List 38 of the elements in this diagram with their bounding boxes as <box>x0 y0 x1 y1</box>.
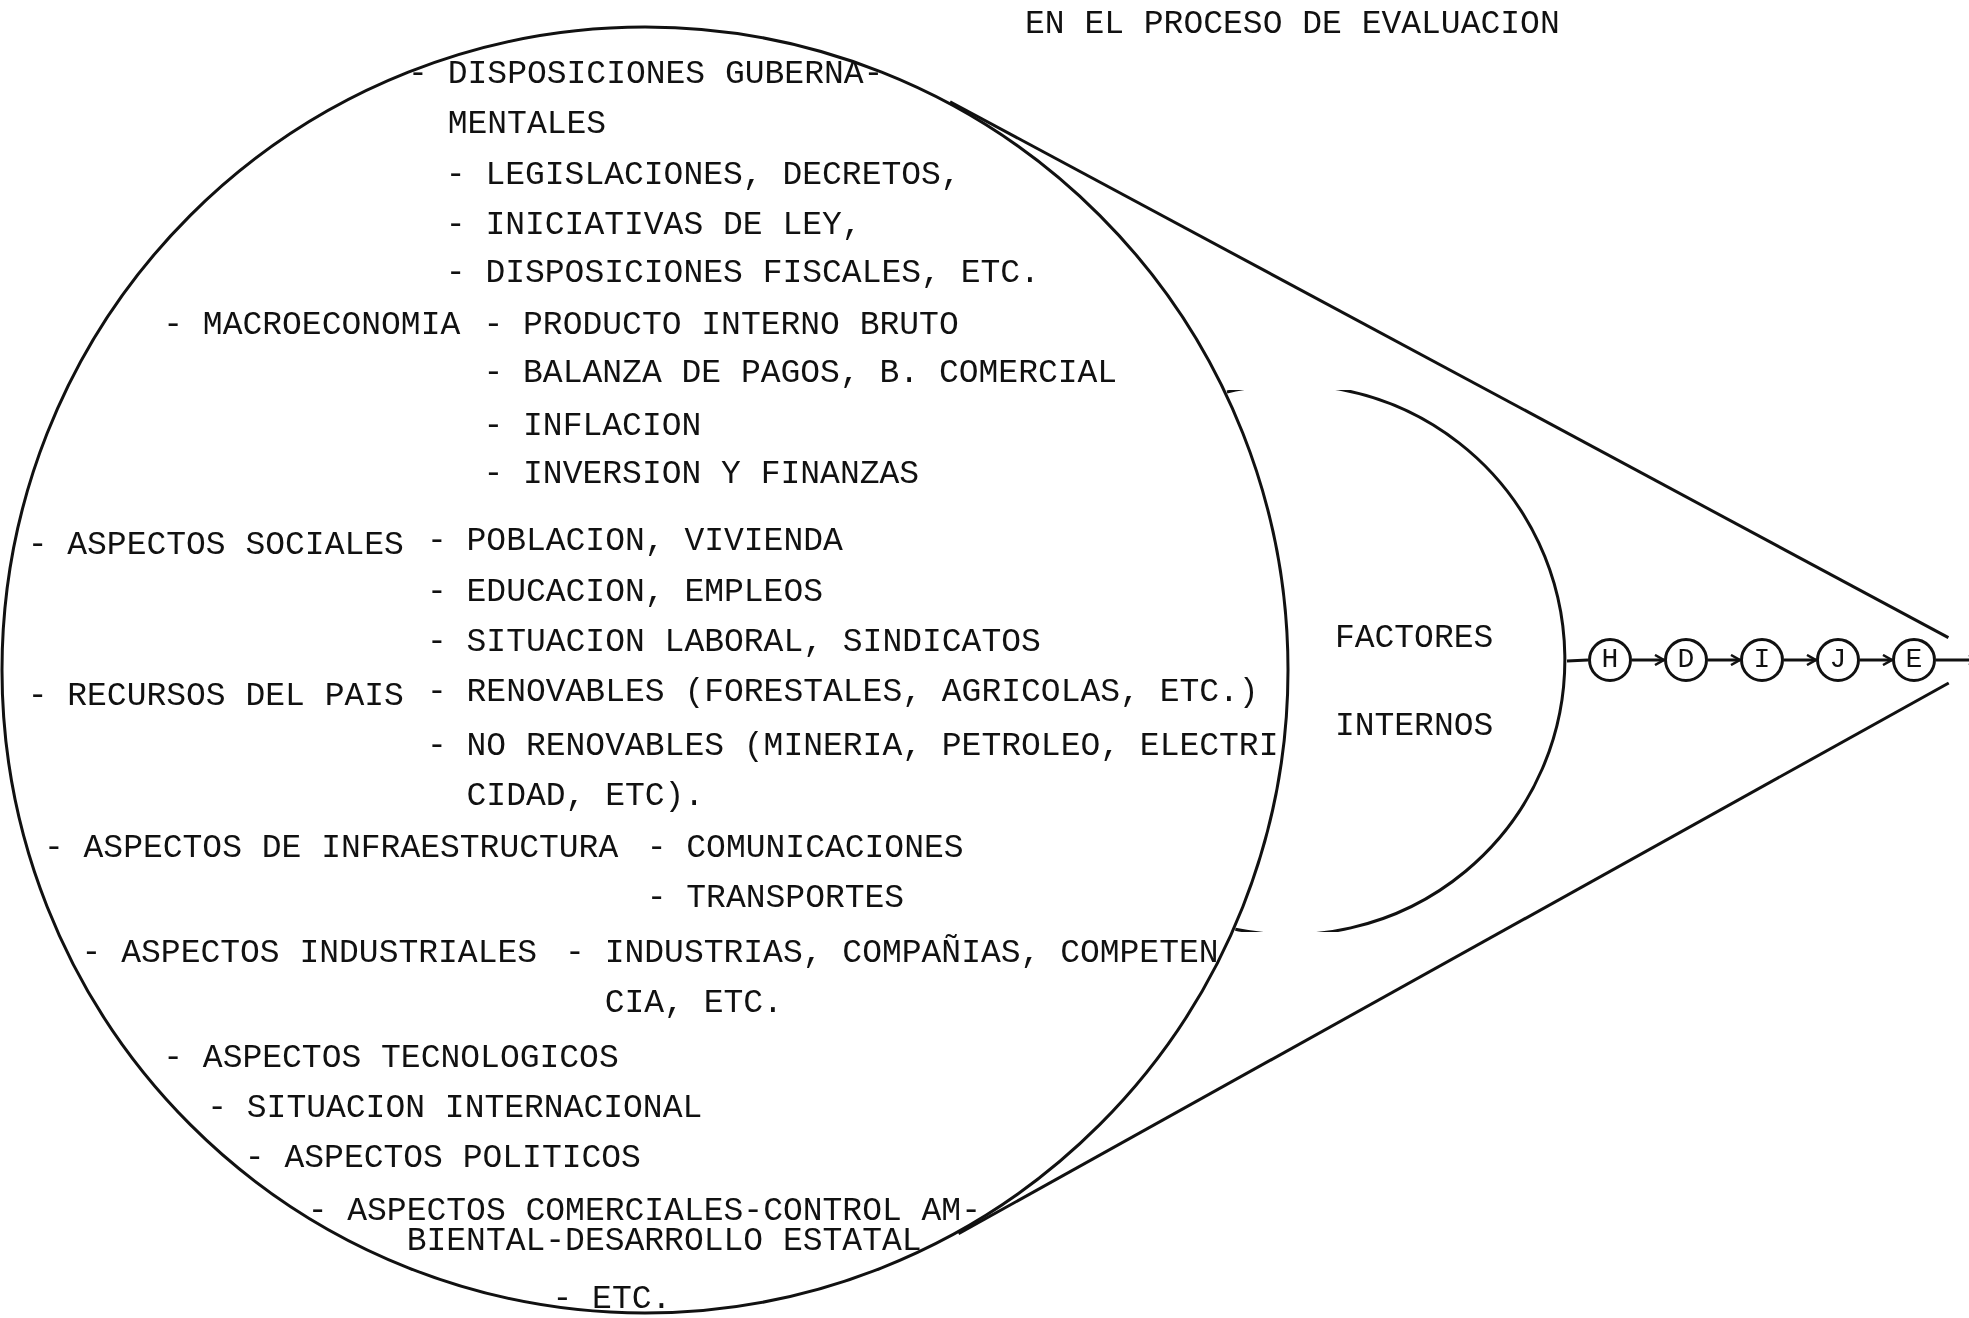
list-text: - ASPECTOS INDUSTRIALES <box>81 934 538 975</box>
letter-circle: H <box>1588 638 1632 682</box>
list-text: - DISPOSICIONES FISCALES, ETC. <box>445 253 1040 294</box>
list-text: - INICIATIVAS DE LEY, <box>445 206 862 247</box>
list-text: - ETC. <box>552 1279 672 1318</box>
list-text: - ASPECTOS TECNOLOGICOS <box>163 1038 619 1079</box>
list-text: - ASPECTOS SOCIALES <box>27 526 404 567</box>
arrow <box>1632 653 1666 667</box>
list-text: - POBLACION, VIVIENDA <box>426 522 843 563</box>
list-text: - TRANSPORTES <box>646 879 905 920</box>
list-text: - BALANZA DE PAGOS, B. COMERCIAL <box>483 354 1118 395</box>
connector-line <box>1566 658 1589 663</box>
list-text: - RECURSOS DEL PAIS <box>27 676 404 717</box>
factor-label: FACTORES INTERNOS <box>1333 619 1495 747</box>
list-text: - LEGISLACIONES, DECRETOS, <box>445 155 961 196</box>
list-text: - ASPECTOS DE INFRAESTRUCTURA <box>43 828 619 869</box>
list-text: - MACROECONOMIA <box>163 306 461 347</box>
letter-circle: J <box>1816 638 1860 682</box>
arrow <box>1784 653 1818 667</box>
list-text: - NO RENOVABLES (MINERIA, PETROLEO, ELECTRI CIDAD, ETC). <box>426 727 1280 818</box>
list-text: - EDUCACION, EMPLEOS <box>426 572 823 613</box>
letter-circle: D <box>1664 638 1708 682</box>
list-text: - SITUACION LABORAL, SINDICATOS <box>426 622 1041 663</box>
list-text: - INVERSION Y FINANZAS <box>483 454 920 495</box>
arrow <box>1860 653 1894 667</box>
list-text: - SITUACION INTERNACIONAL <box>207 1088 703 1129</box>
list-text: - COMUNICACIONES <box>646 828 964 869</box>
heading: EN EL PROCESO DE EVALUACION <box>1025 5 1560 45</box>
letter-circle: E <box>1892 638 1936 682</box>
arrow <box>1708 653 1742 667</box>
list-text: - ASPECTOS COMERCIALES-CONTROL AM- BIENTAL-DESARROLLO ESTATAL <box>307 1196 982 1257</box>
list-text: - RENOVABLES (FORESTALES, AGRICOLAS, ETC.) <box>426 673 1259 714</box>
list-text: - INDUSTRIAS, COMPAÑIAS, COMPETEN CIA, ETC. <box>565 933 1220 1025</box>
list-text: - PRODUCTO INTERNO BRUTO <box>483 306 959 347</box>
letter-circle: I <box>1740 638 1784 682</box>
list-text: - ASPECTOS POLITICOS <box>244 1139 641 1180</box>
list-text: - INFLACION <box>483 406 702 447</box>
list-text: - DISPOSICIONES GUBERNA- MENTALES <box>408 55 885 146</box>
